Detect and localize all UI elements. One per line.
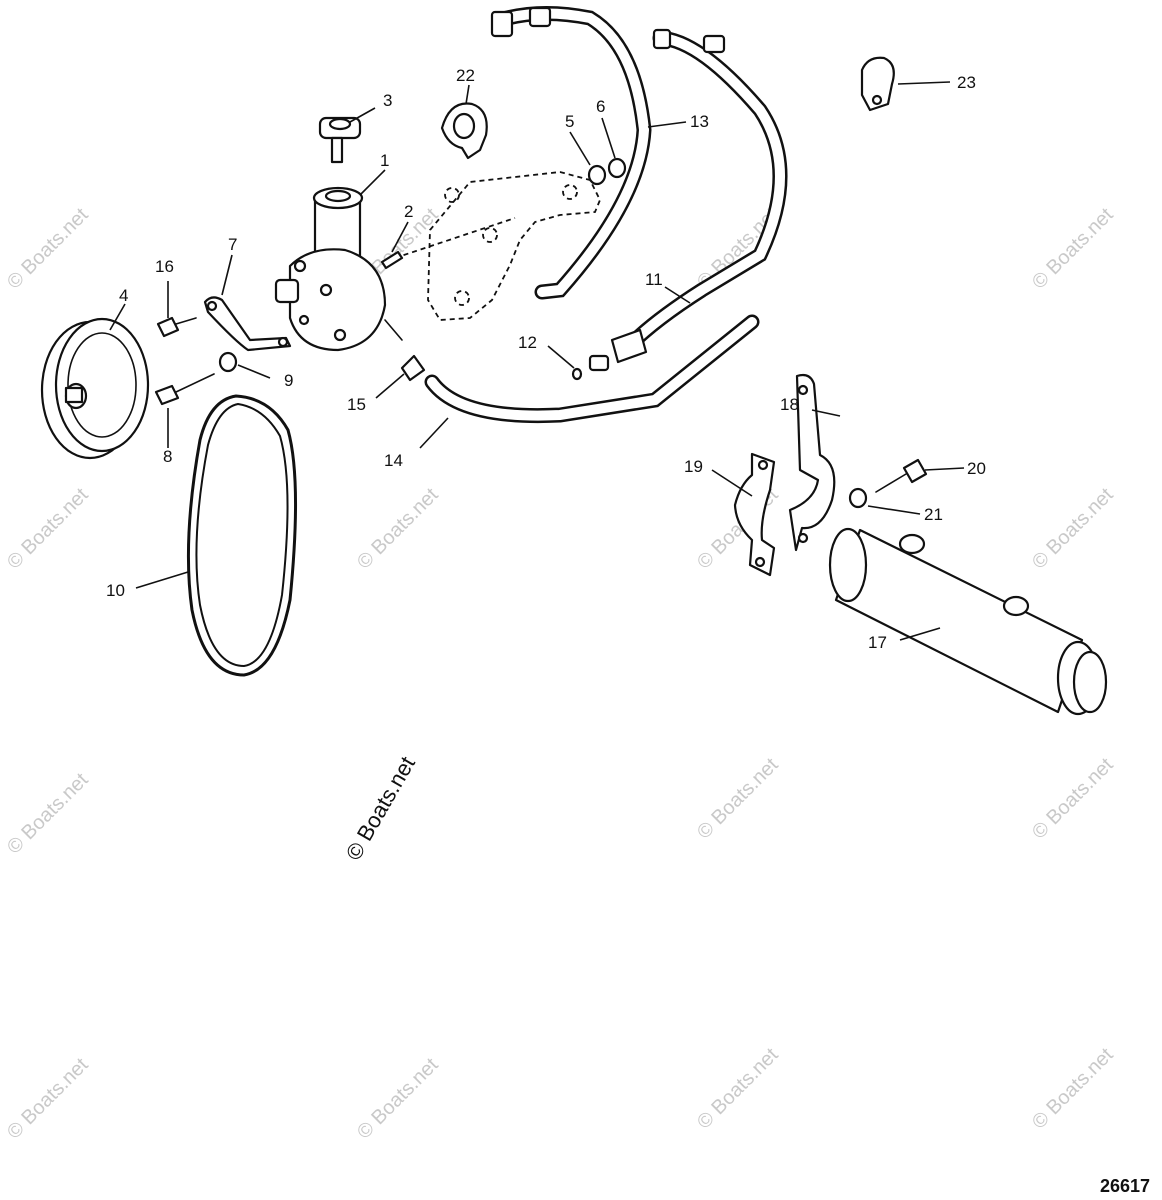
callout-13: 13 — [690, 112, 709, 131]
callout-2: 2 — [404, 202, 413, 221]
washer-9 — [218, 351, 238, 373]
pump-brace — [203, 296, 292, 352]
bolt-16 — [156, 316, 197, 338]
callout-17: 17 — [868, 633, 887, 652]
reservoir-cap — [318, 116, 362, 164]
watermark: © Boats.net — [1028, 754, 1118, 844]
watermark: © Boats.net — [1028, 484, 1118, 574]
power-steering-pump — [274, 186, 403, 352]
hose-clamp — [440, 102, 488, 160]
fitting-15 — [400, 354, 426, 382]
watermark: © Boats.net — [3, 484, 93, 574]
callout-20: 20 — [967, 459, 986, 478]
callout-6: 6 — [596, 97, 605, 116]
nut-6 — [607, 157, 627, 179]
callout-23: 23 — [957, 73, 976, 92]
callout-14: 14 — [384, 451, 403, 470]
watermark: © Boats.net — [693, 1044, 783, 1134]
callout-1: 1 — [380, 151, 389, 170]
cooler-strap-19 — [733, 452, 776, 577]
callout-18: 18 — [780, 395, 799, 414]
center-watermark: © Boats.net — [341, 752, 420, 864]
callout-15: 15 — [347, 395, 366, 414]
callout-labels: 1 2 3 4 5 6 7 8 9 10 11 12 13 14 15 16 1… — [106, 66, 986, 652]
callout-7: 7 — [228, 235, 237, 254]
callout-3: 3 — [383, 91, 392, 110]
watermark: © Boats.net — [1028, 204, 1118, 294]
leader-lines — [109, 81, 965, 641]
callout-4: 4 — [119, 286, 128, 305]
bolt-20 — [875, 458, 928, 493]
return-hose — [588, 28, 788, 372]
pressure-hose — [490, 6, 652, 300]
watermark: © Boats.net — [353, 484, 443, 574]
callout-8: 8 — [163, 447, 172, 466]
watermark: © Boats.net — [3, 769, 93, 859]
callout-9: 9 — [284, 371, 293, 390]
callout-12: 12 — [518, 333, 537, 352]
cooler-hose — [424, 314, 760, 424]
diagram-reference-number: 26617 — [1100, 1176, 1150, 1196]
oil-cooler — [828, 527, 1108, 716]
watermark: © Boats.net — [3, 204, 93, 294]
drive-belt — [186, 394, 298, 677]
watermark: © Boats.net — [693, 754, 783, 844]
o-ring-12 — [571, 367, 583, 381]
watermark: © Boats.net — [1028, 1044, 1118, 1134]
watermark: © Boats.net — [3, 1054, 93, 1144]
mounting-bracket — [394, 171, 601, 321]
callout-22: 22 — [456, 66, 475, 85]
pump-pulley — [40, 317, 150, 460]
hose-clip — [860, 56, 895, 112]
callout-16: 16 — [155, 257, 174, 276]
watermark-layer: © Boats.net © Boats.net © Boats.net © Bo… — [3, 204, 1118, 1144]
watermark: © Boats.net — [353, 1054, 443, 1144]
washer-21 — [848, 487, 868, 509]
washer-5 — [587, 164, 607, 186]
callout-21: 21 — [924, 505, 943, 524]
bolt-8 — [154, 373, 215, 406]
pump-stud — [380, 250, 404, 270]
callout-11: 11 — [645, 270, 663, 289]
callout-10: 10 — [106, 581, 125, 600]
cooler-strap-18 — [788, 373, 836, 552]
callout-19: 19 — [684, 457, 703, 476]
callout-5: 5 — [565, 112, 574, 131]
